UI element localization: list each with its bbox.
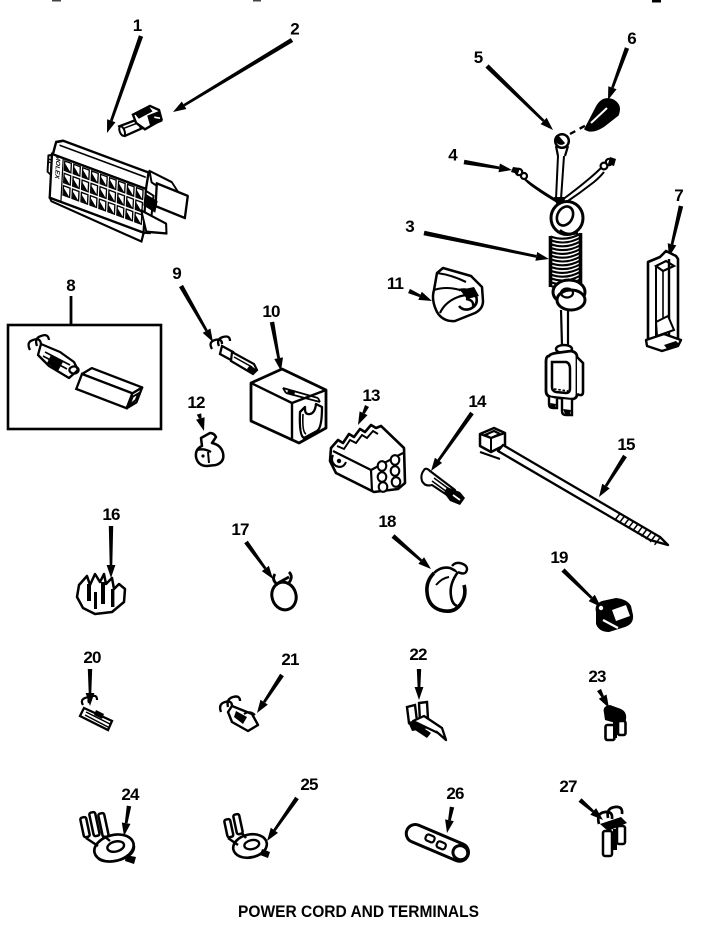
- svg-text:23: 23: [588, 667, 606, 686]
- svg-text:22: 22: [409, 645, 427, 664]
- svg-text:7: 7: [674, 186, 683, 205]
- svg-text:9: 9: [172, 264, 181, 283]
- svg-text:27: 27: [559, 777, 577, 796]
- svg-text:15: 15: [617, 435, 635, 454]
- svg-text:10: 10: [262, 302, 280, 321]
- svg-text:11: 11: [387, 274, 404, 293]
- svg-text:20: 20: [83, 648, 101, 667]
- svg-text:13: 13: [362, 386, 380, 405]
- svg-text:19: 19: [550, 548, 568, 567]
- svg-text:14: 14: [468, 392, 487, 411]
- svg-text:16: 16: [102, 505, 120, 524]
- svg-text:1: 1: [133, 16, 142, 35]
- svg-text:8: 8: [66, 276, 75, 295]
- svg-text:25: 25: [300, 775, 318, 794]
- svg-text:26: 26: [446, 784, 464, 803]
- svg-text:3: 3: [405, 217, 414, 236]
- svg-text:MOLEX: MOLEX: [53, 154, 61, 181]
- svg-text:6: 6: [627, 29, 636, 48]
- svg-text:4: 4: [448, 146, 458, 165]
- svg-text:21: 21: [281, 650, 299, 669]
- svg-text:18: 18: [378, 512, 396, 531]
- svg-text:24: 24: [121, 785, 140, 804]
- svg-text:12: 12: [187, 393, 205, 412]
- svg-text:5: 5: [474, 48, 483, 67]
- svg-text:17: 17: [231, 520, 249, 539]
- svg-text:POWER CORD AND TERMINALS: POWER CORD AND TERMINALS: [238, 902, 479, 921]
- svg-text:2: 2: [290, 20, 299, 39]
